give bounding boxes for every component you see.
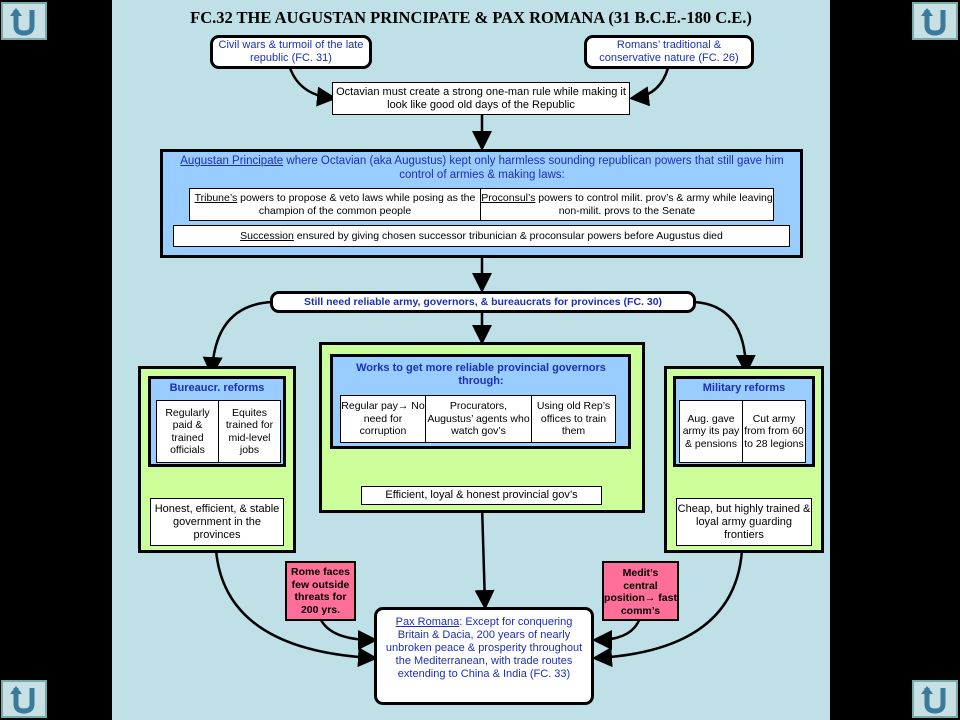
succession-description: ensured by giving chosen successor tribu… bbox=[293, 230, 723, 242]
tribune-powers: Tribune’s powers to propose & veto laws … bbox=[189, 188, 481, 221]
right-arrow-icon: → bbox=[397, 400, 409, 412]
pax-romana: Pax Romana: Except for conquering Britai… bbox=[374, 607, 594, 705]
outside-threats: Rome faces few outside threats for 200 y… bbox=[285, 561, 356, 621]
provincial-needs: Still need reliable army, governors, & b… bbox=[270, 291, 696, 313]
u-turn-arrow-icon bbox=[921, 686, 946, 714]
bureaucratic-result: Honest, efficient, & stable government i… bbox=[150, 498, 284, 546]
nav-back-button-top-right[interactable] bbox=[912, 2, 958, 40]
page-title: FC.32 THE AUGUSTAN PRINCIPATE & PAX ROMA… bbox=[190, 8, 752, 27]
pax-term: Pax Romana bbox=[395, 616, 460, 628]
medit-effect: fast comm’s bbox=[620, 592, 677, 617]
proconsul-term: Proconsul’s bbox=[481, 192, 536, 204]
u-turn-arrow-icon bbox=[10, 8, 35, 36]
regular-pay-effect: No need for corruption bbox=[359, 400, 425, 437]
proconsul-powers: Proconsul’s powers to control milit. pro… bbox=[480, 188, 774, 221]
military-heading: Military reforms bbox=[702, 381, 786, 394]
succession-rule: Succession ensured by giving chosen succ… bbox=[173, 225, 790, 247]
regular-pay: Regular pay→ No need for corruption bbox=[340, 395, 426, 443]
bureaucratic-heading: Bureaucr. reforms bbox=[169, 381, 265, 394]
cause-conservative-nature: Romans’ traditional & conservative natur… bbox=[584, 35, 754, 69]
mediterranean-position: Medit’s central position→ fast comm’s bbox=[602, 561, 679, 621]
tribune-term: Tribune’s bbox=[194, 192, 238, 204]
succession-term: Succession bbox=[240, 230, 294, 242]
regular-officials: Regularly paid & trained officials bbox=[156, 400, 219, 463]
regular-pay-label: Regular pay bbox=[341, 400, 398, 412]
octavian-goal: Octavian must create a strong one-man ru… bbox=[332, 82, 630, 115]
u-turn-arrow-icon bbox=[921, 8, 946, 36]
principate-description: where Octavian (aka Augustus) kept only … bbox=[283, 155, 784, 181]
nav-back-button-bottom-left[interactable] bbox=[1, 680, 47, 718]
cause-civil-wars: Civil wars & turmoil of the late republi… bbox=[210, 35, 372, 69]
old-offices: Using old Rep’s offices to train them bbox=[531, 395, 616, 443]
principate-heading: Augustan Principate where Octavian (aka … bbox=[170, 154, 794, 186]
tribune-description: powers to propose & veto laws while posi… bbox=[237, 192, 476, 217]
procurators: Procurators, Augustus’ agents who watch … bbox=[425, 395, 532, 443]
nav-back-button-bottom-right[interactable] bbox=[912, 680, 958, 718]
army-cut: Cut army from from 60 to 28 legions bbox=[742, 400, 806, 463]
principate-term: Augustan Principate bbox=[180, 155, 284, 167]
governors-heading: Works to get more reliable provincial go… bbox=[356, 362, 606, 387]
u-turn-arrow-icon bbox=[10, 686, 35, 714]
nav-back-button-top-left[interactable] bbox=[1, 2, 47, 40]
army-pay: Aug. gave army its pay & pensions bbox=[679, 400, 743, 463]
pax-description: : Except for conquering Britain & Dacia,… bbox=[385, 616, 583, 680]
governors-result: Efficient, loyal & honest provincial gov… bbox=[361, 486, 602, 505]
proconsul-description: powers to control milit. prov’s & army w… bbox=[535, 192, 773, 217]
medit-label: Medit’s central position bbox=[604, 567, 659, 604]
right-arrow-icon: → bbox=[644, 592, 656, 604]
equites-jobs: Equites trained for mid-level jobs bbox=[218, 400, 281, 463]
military-result: Cheap, but highly trained & loyal army g… bbox=[676, 498, 812, 546]
